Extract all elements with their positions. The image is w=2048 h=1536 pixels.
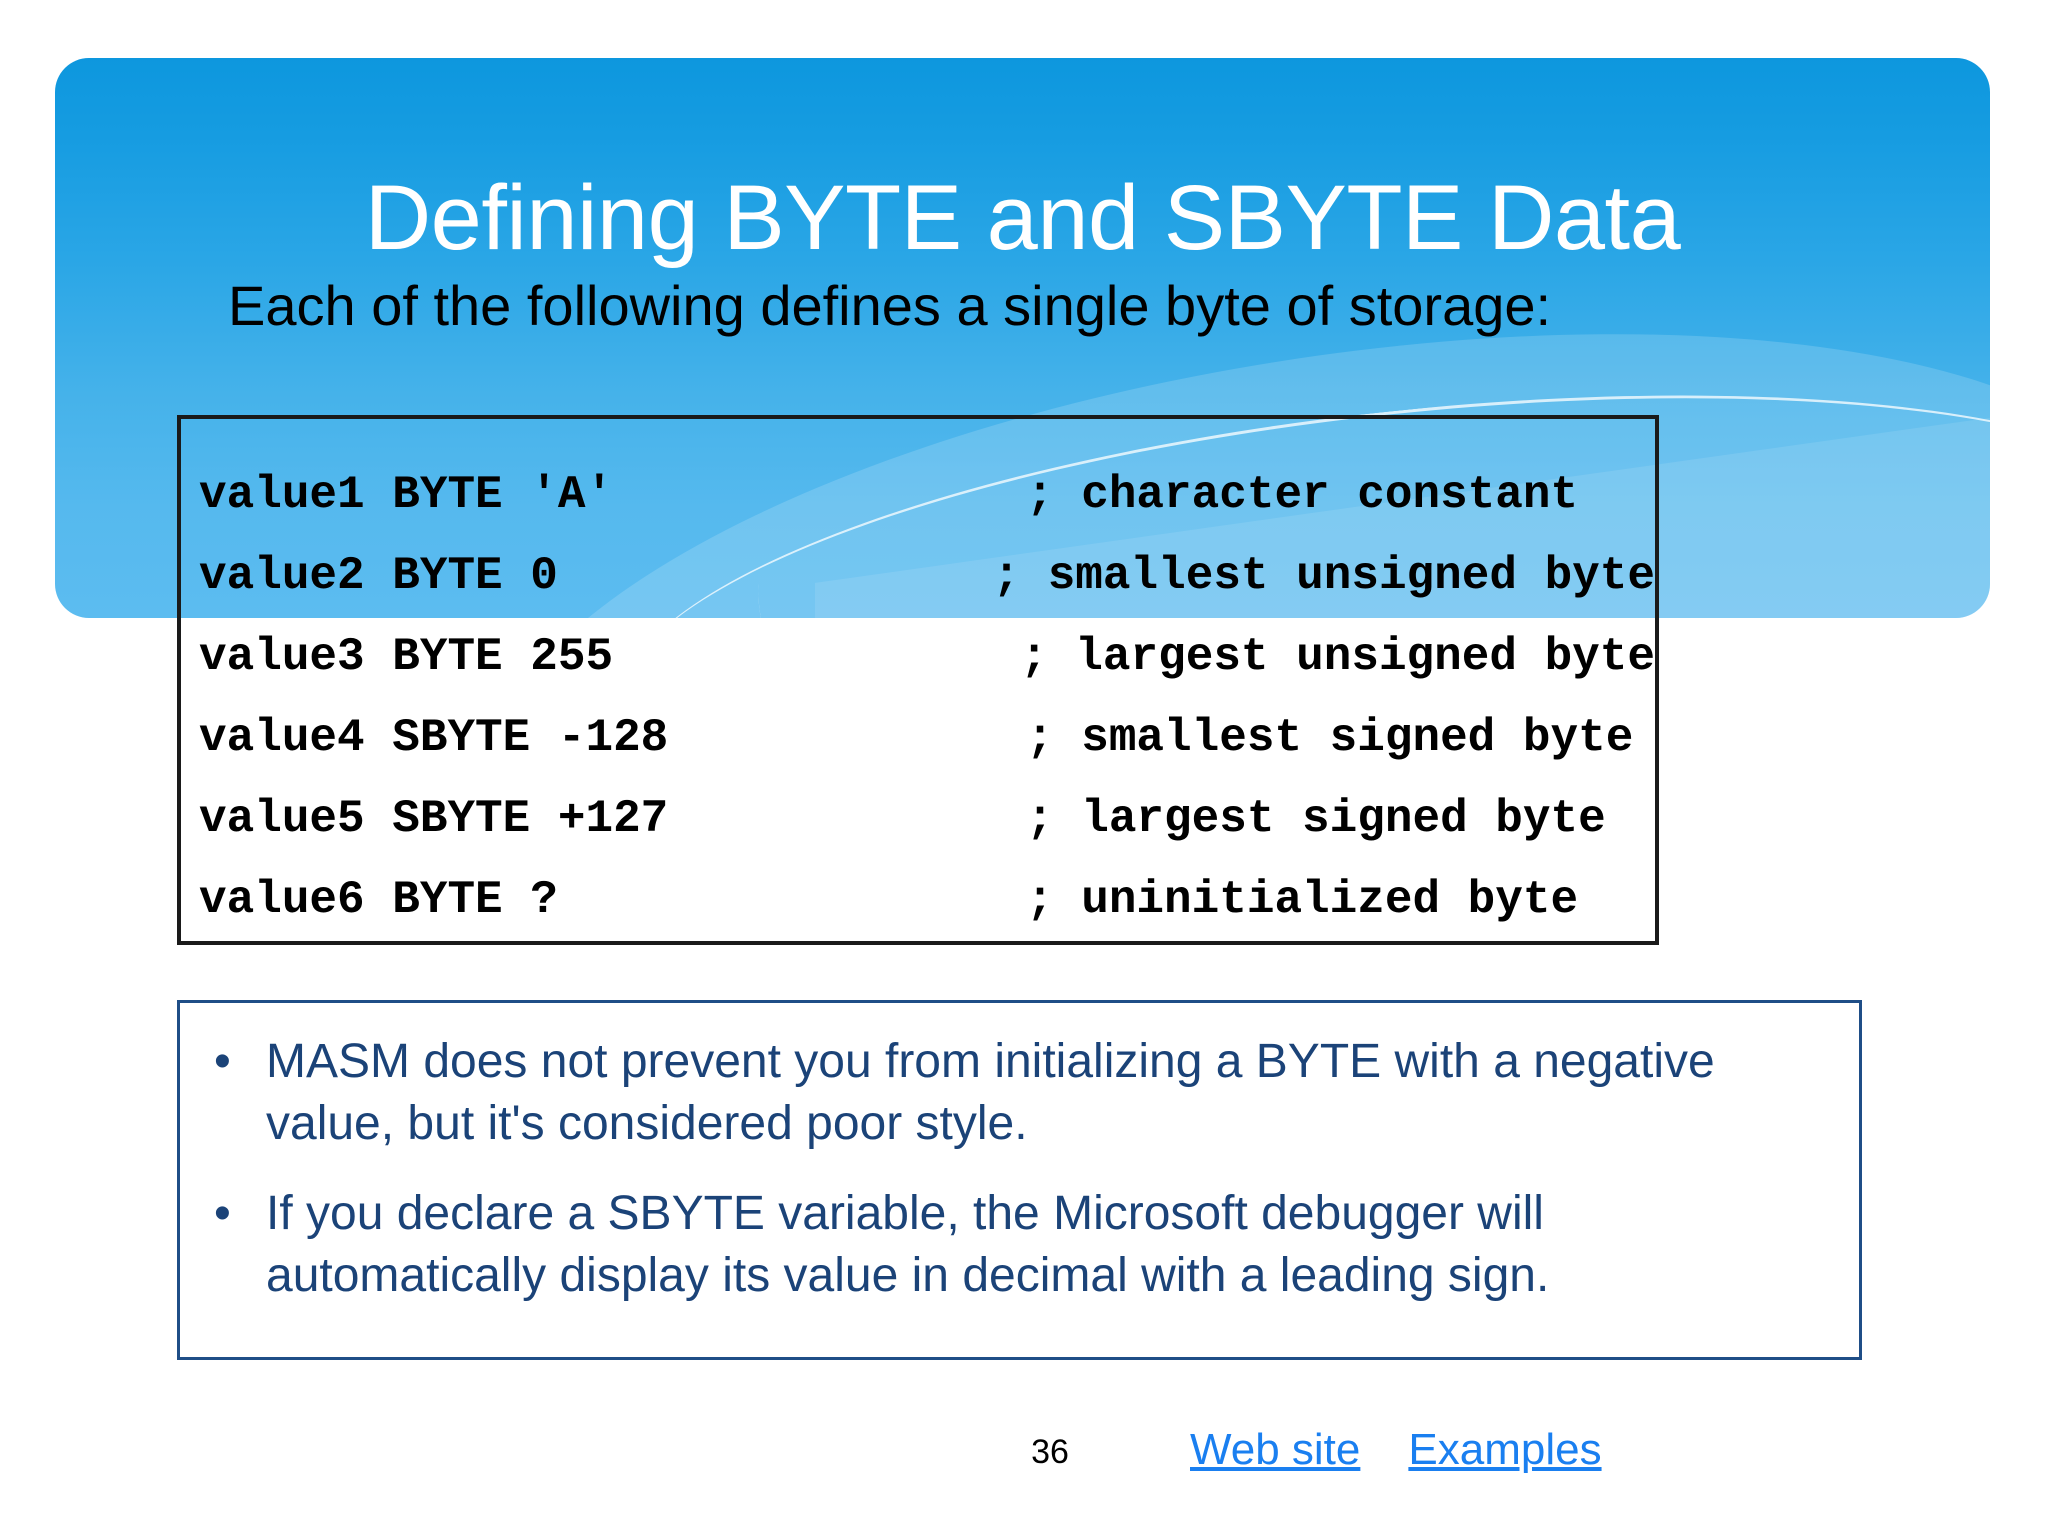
code-row: value6 BYTE ? ; uninitialized byte xyxy=(181,860,1655,941)
code-row: value1 BYTE 'A' ; character constant xyxy=(181,455,1655,536)
code-comment: ; smallest unsigned byte xyxy=(992,550,1655,602)
code-declaration: value5 SBYTE +127 xyxy=(199,793,669,845)
bullet-dot-icon: • xyxy=(214,1187,231,1240)
examples-link[interactable]: Examples xyxy=(1408,1425,1602,1474)
header-banner: Defining BYTE and SBYTE Data xyxy=(55,58,1990,618)
list-item: • If you declare a SBYTE variable, the M… xyxy=(214,1183,1819,1307)
notes-box: • MASM does not prevent you from initial… xyxy=(177,1000,1862,1360)
code-row: value5 SBYTE +127 ; largest signed byte xyxy=(181,779,1655,860)
list-item-text: If you declare a SBYTE variable, the Mic… xyxy=(266,1187,1550,1302)
page-title: Defining BYTE and SBYTE Data xyxy=(364,167,1681,269)
code-declaration: value4 SBYTE -128 xyxy=(199,712,669,764)
code-declaration: value6 BYTE ? xyxy=(199,874,558,926)
code-row: value2 BYTE 0 ; smallest unsigned byte xyxy=(181,536,1655,617)
page-number: 36 xyxy=(1031,1433,1069,1471)
web-site-link[interactable]: Web site xyxy=(1190,1425,1361,1474)
code-comment: ; largest signed byte xyxy=(1026,793,1606,845)
code-declaration: value1 BYTE 'A' xyxy=(199,469,614,521)
code-comment: ; character constant xyxy=(1026,469,1579,521)
slide-subtitle: Each of the following defines a single b… xyxy=(228,274,1552,337)
code-row: value4 SBYTE -128 ; smallest signed byte xyxy=(181,698,1655,779)
code-comment: ; smallest signed byte xyxy=(1026,712,1634,764)
code-listing-box: value1 BYTE 'A' ; character constant val… xyxy=(177,415,1659,945)
list-item: • MASM does not prevent you from initial… xyxy=(214,1031,1819,1155)
code-comment: ; uninitialized byte xyxy=(1026,874,1579,926)
code-row: value3 BYTE 255 ; largest unsigned byte xyxy=(181,617,1655,698)
code-comment: ; largest unsigned byte xyxy=(1020,631,1655,683)
list-item-text: MASM does not prevent you from initializ… xyxy=(266,1035,1715,1150)
footer-links: Web site Examples xyxy=(1190,1424,1602,1476)
bullet-dot-icon: • xyxy=(214,1035,231,1088)
code-declaration: value3 BYTE 255 xyxy=(199,631,614,683)
code-declaration: value2 BYTE 0 xyxy=(199,550,558,602)
